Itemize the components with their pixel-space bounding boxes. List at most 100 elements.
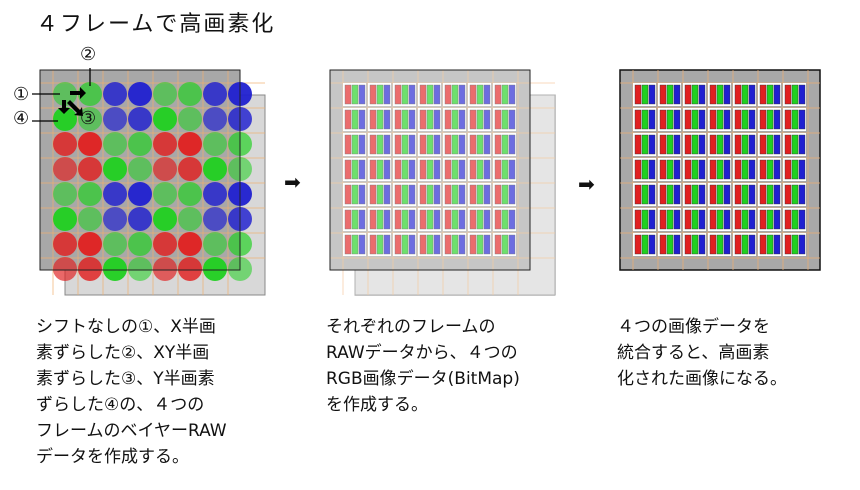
panel3-subpixel-r	[784, 159, 792, 180]
panel3-subpixel-g	[741, 184, 749, 205]
panel2-subpixel-b	[508, 184, 516, 205]
panel3-subpixel-g	[791, 209, 799, 230]
panel3-subpixel-r	[759, 159, 767, 180]
bayer-pixel	[53, 257, 77, 281]
panel2-subpixel-r	[369, 159, 377, 180]
bayer-pixel	[153, 107, 177, 131]
panel2-subpixel-r	[394, 234, 402, 255]
panel3-subpixel-g	[791, 109, 799, 130]
panel2-subpixel-g	[426, 159, 434, 180]
panel3-subpixel-g	[666, 209, 674, 230]
bayer-pixel	[78, 232, 102, 256]
panel3-subpixel-b	[673, 184, 681, 205]
panel2-subpixel-g	[351, 134, 359, 155]
panel3-subpixel-g	[666, 184, 674, 205]
panel3-subpixel-g	[741, 109, 749, 130]
panel2-subpixel-r	[369, 209, 377, 230]
panel3-subpixel-r	[684, 159, 692, 180]
panel2-subpixel-g	[451, 234, 459, 255]
panel3-subpixel-r	[734, 184, 742, 205]
panel3-subpixel-g	[666, 159, 674, 180]
panel3-subpixel-g	[691, 234, 699, 255]
panel2-subpixel-r	[444, 234, 452, 255]
panel2-subpixel-g	[376, 109, 384, 130]
panel2-subpixel-g	[501, 184, 509, 205]
panel3-subpixel-r	[734, 84, 742, 105]
panel2-subpixel-b	[458, 134, 466, 155]
panel3-subpixel-b	[798, 159, 806, 180]
panel2-subpixel-r	[444, 134, 452, 155]
panel2-subpixel-g	[351, 109, 359, 130]
bayer-pixel	[103, 232, 127, 256]
panel3-subpixel-r	[684, 84, 692, 105]
panel2-subpixel-b	[383, 134, 391, 155]
bayer-pixel	[128, 232, 152, 256]
bayer-pixel	[53, 132, 77, 156]
panel2-subpixel-b	[483, 109, 491, 130]
panel2-subpixel-g	[426, 209, 434, 230]
panel3-subpixel-g	[641, 184, 649, 205]
panel3-subpixel-b	[723, 159, 731, 180]
panel3-subpixel-r	[734, 234, 742, 255]
panel2-subpixel-g	[451, 109, 459, 130]
bayer-pixel	[53, 157, 77, 181]
panel3-subpixel-b	[723, 134, 731, 155]
panel2-subpixel-b	[358, 159, 366, 180]
panel3-subpixel-b	[698, 109, 706, 130]
panel2-subpixel-r	[419, 234, 427, 255]
panel3-subpixel-g	[766, 209, 774, 230]
label-3: ③	[80, 108, 97, 129]
shift-xy-arrow-icon	[67, 100, 83, 116]
panel3-subpixel-b	[773, 159, 781, 180]
bayer-pixel	[128, 82, 152, 106]
panel3-subpixel-g	[716, 184, 724, 205]
bayer-pixel	[178, 182, 202, 206]
bayer-pixel	[178, 232, 202, 256]
panel3-subpixel-g	[691, 134, 699, 155]
panel3-subpixel-b	[673, 159, 681, 180]
panel2-subpixel-b	[508, 84, 516, 105]
bayer-pixel	[128, 157, 152, 181]
bayer-pixel	[103, 257, 127, 281]
bayer-pixel	[203, 257, 227, 281]
panel3-subpixel-g	[766, 184, 774, 205]
panel2-subpixel-g	[451, 134, 459, 155]
bayer-pixel	[78, 207, 102, 231]
panel3-subpixel-r	[659, 234, 667, 255]
bayer-pixel	[178, 107, 202, 131]
panel2-subpixel-b	[408, 134, 416, 155]
panel3-subpixel-r	[759, 234, 767, 255]
panel3-subpixel-r	[659, 184, 667, 205]
panel2-subpixel-g	[376, 234, 384, 255]
panel3-subpixel-r	[784, 234, 792, 255]
panel2-subpixel-g	[376, 84, 384, 105]
panel2-subpixel-r	[369, 184, 377, 205]
panel2-subpixel-g	[401, 209, 409, 230]
panel2-subpixel-r	[469, 209, 477, 230]
bayer-pixel	[103, 82, 127, 106]
panel3-subpixel-b	[698, 159, 706, 180]
panel2-subpixel-r	[494, 84, 502, 105]
panel3-subpixel-g	[666, 109, 674, 130]
panel3-subpixel-b	[748, 84, 756, 105]
panel2-subpixel-b	[408, 184, 416, 205]
panel3-subpixel-r	[634, 109, 642, 130]
panel3-subpixel-b	[798, 184, 806, 205]
panel3-subpixel-b	[673, 234, 681, 255]
panel3-subpixel-g	[766, 134, 774, 155]
panel2-subpixel-g	[351, 234, 359, 255]
bayer-pixel	[103, 107, 127, 131]
panel3-subpixel-g	[641, 234, 649, 255]
panel3-subpixel-b	[648, 184, 656, 205]
panel2-subpixel-b	[458, 184, 466, 205]
shift-x-arrow-icon	[70, 87, 86, 99]
panel2-subpixel-g	[476, 134, 484, 155]
panel2-subpixel-g	[501, 109, 509, 130]
panel2-subpixel-r	[444, 84, 452, 105]
panel3-subpixel-r	[709, 184, 717, 205]
panel2-subpixel-b	[433, 184, 441, 205]
panel2-subpixel-r	[419, 209, 427, 230]
bayer-pixel	[203, 157, 227, 181]
panel3-subpixel-r	[759, 209, 767, 230]
panel2-subpixel-g	[451, 159, 459, 180]
